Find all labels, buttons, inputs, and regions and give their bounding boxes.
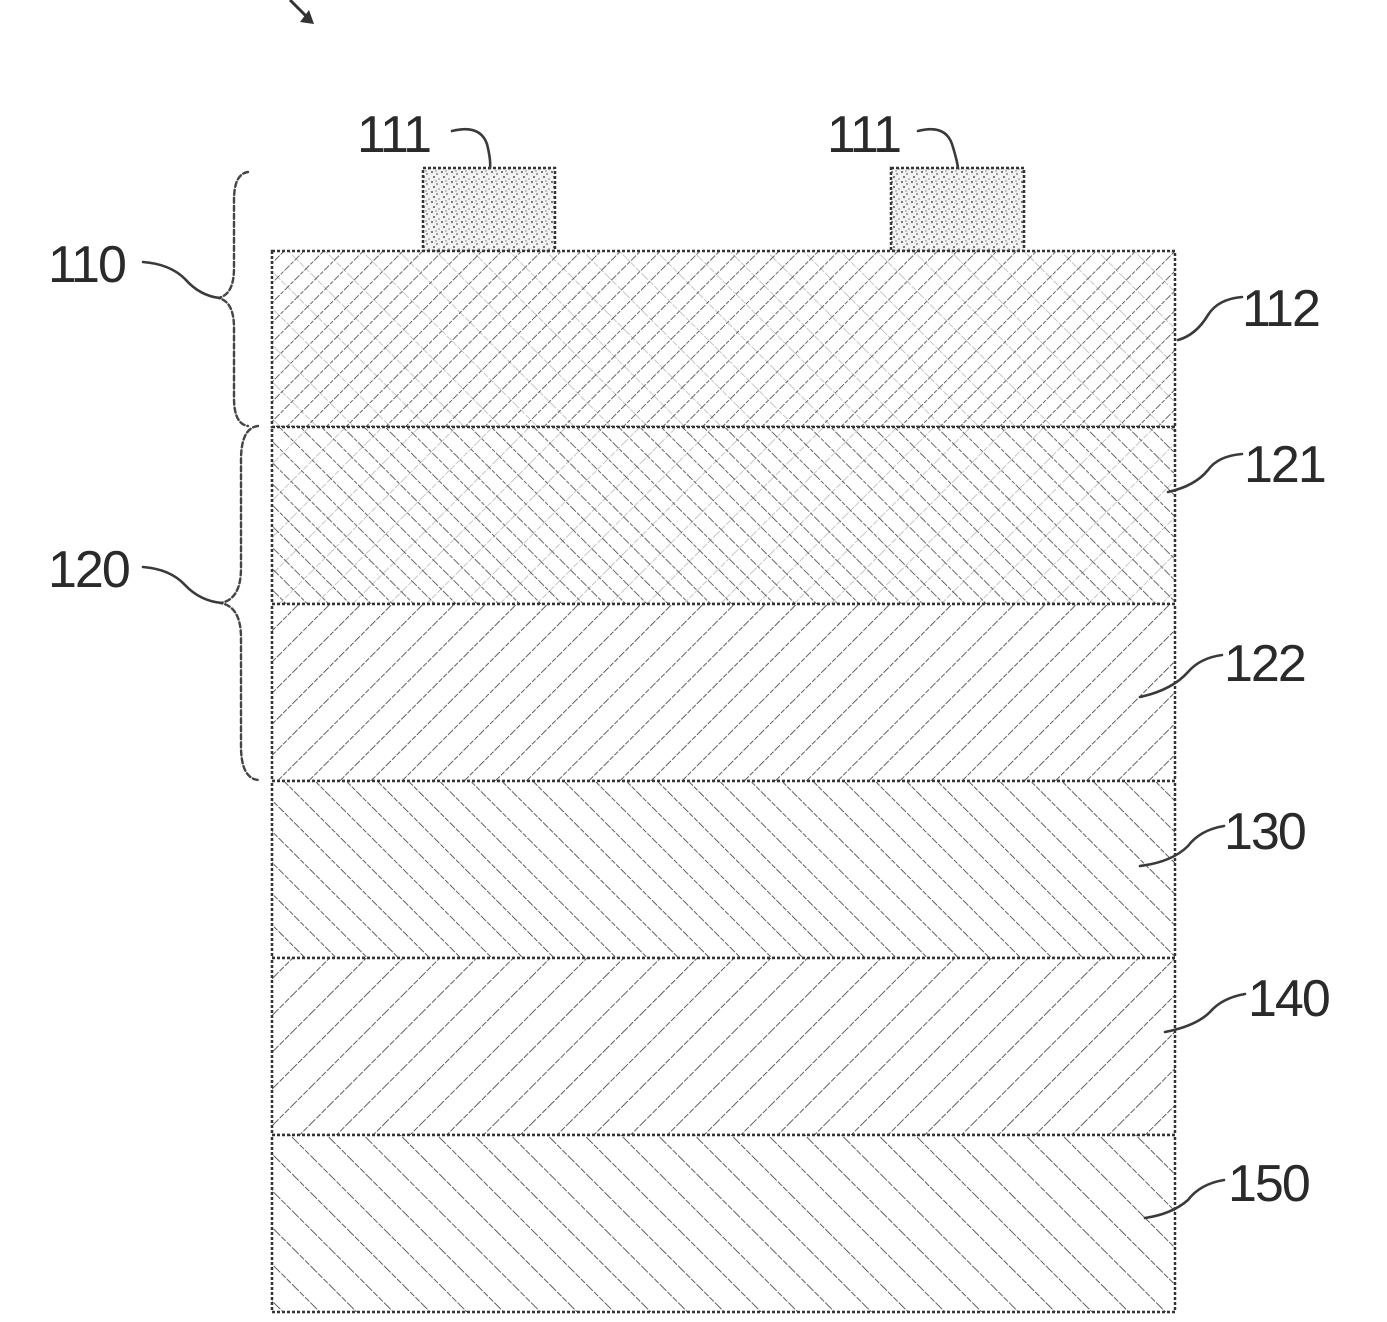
label-140: 140: [1248, 970, 1329, 1028]
electrode-left: [423, 168, 555, 251]
layer-150: [272, 1135, 1175, 1312]
label-122: 122: [1224, 635, 1305, 693]
label-150: 150: [1228, 1155, 1309, 1213]
leader-110: [143, 262, 220, 298]
leader-140: [1165, 994, 1245, 1032]
leader-112: [1178, 297, 1242, 340]
layer-140: [272, 958, 1175, 1135]
leader-111-left: [452, 129, 490, 168]
label-130: 130: [1224, 803, 1305, 861]
layer-121: [272, 427, 1175, 604]
label-111-left: 111: [357, 106, 430, 164]
leader-111-right: [918, 129, 958, 168]
label-111-right: 111: [827, 106, 900, 164]
brace-110: [218, 172, 248, 426]
layer-122: [272, 604, 1175, 781]
layer-130: [272, 781, 1175, 958]
layer-112: [272, 251, 1175, 427]
label-112: 112: [1242, 280, 1319, 338]
label-110: 110: [48, 236, 125, 294]
leader-121: [1168, 454, 1242, 492]
label-121: 121: [1244, 436, 1325, 494]
electrode-right: [891, 168, 1024, 251]
brace-120: [220, 426, 258, 780]
leader-120: [143, 567, 222, 603]
figure-pointer-arrow: [290, 0, 314, 24]
label-120: 120: [48, 541, 129, 599]
